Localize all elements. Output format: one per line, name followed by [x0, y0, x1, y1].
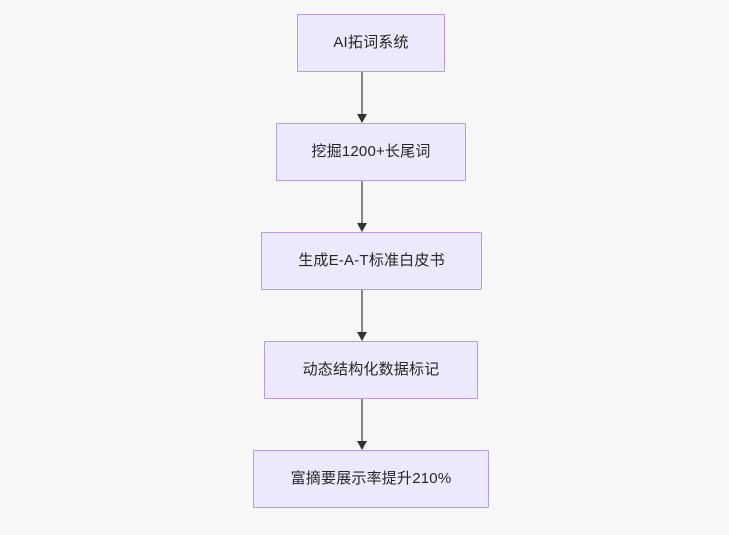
flow-node-label: 动态结构化数据标记	[302, 361, 440, 379]
flow-node-label: 富摘要展示率提升210%	[290, 470, 452, 488]
flow-connector-arrow	[353, 72, 371, 123]
flow-node-n5[interactable]: 富摘要展示率提升210%	[253, 450, 489, 508]
flow-connector-arrow	[353, 399, 371, 450]
flow-node-label: 挖掘1200+长尾词	[311, 143, 431, 161]
flow-node-label: 生成E-A-T标准白皮书	[298, 252, 445, 270]
flow-node-label: AI拓词系统	[333, 34, 409, 52]
flow-node-n4[interactable]: 动态结构化数据标记	[264, 341, 478, 399]
flow-node-n1[interactable]: AI拓词系统	[297, 14, 445, 72]
flow-connector-arrow	[353, 290, 371, 341]
flow-node-n3[interactable]: 生成E-A-T标准白皮书	[261, 232, 482, 290]
flow-node-n2[interactable]: 挖掘1200+长尾词	[276, 123, 466, 181]
flow-connector-arrow	[353, 181, 371, 232]
